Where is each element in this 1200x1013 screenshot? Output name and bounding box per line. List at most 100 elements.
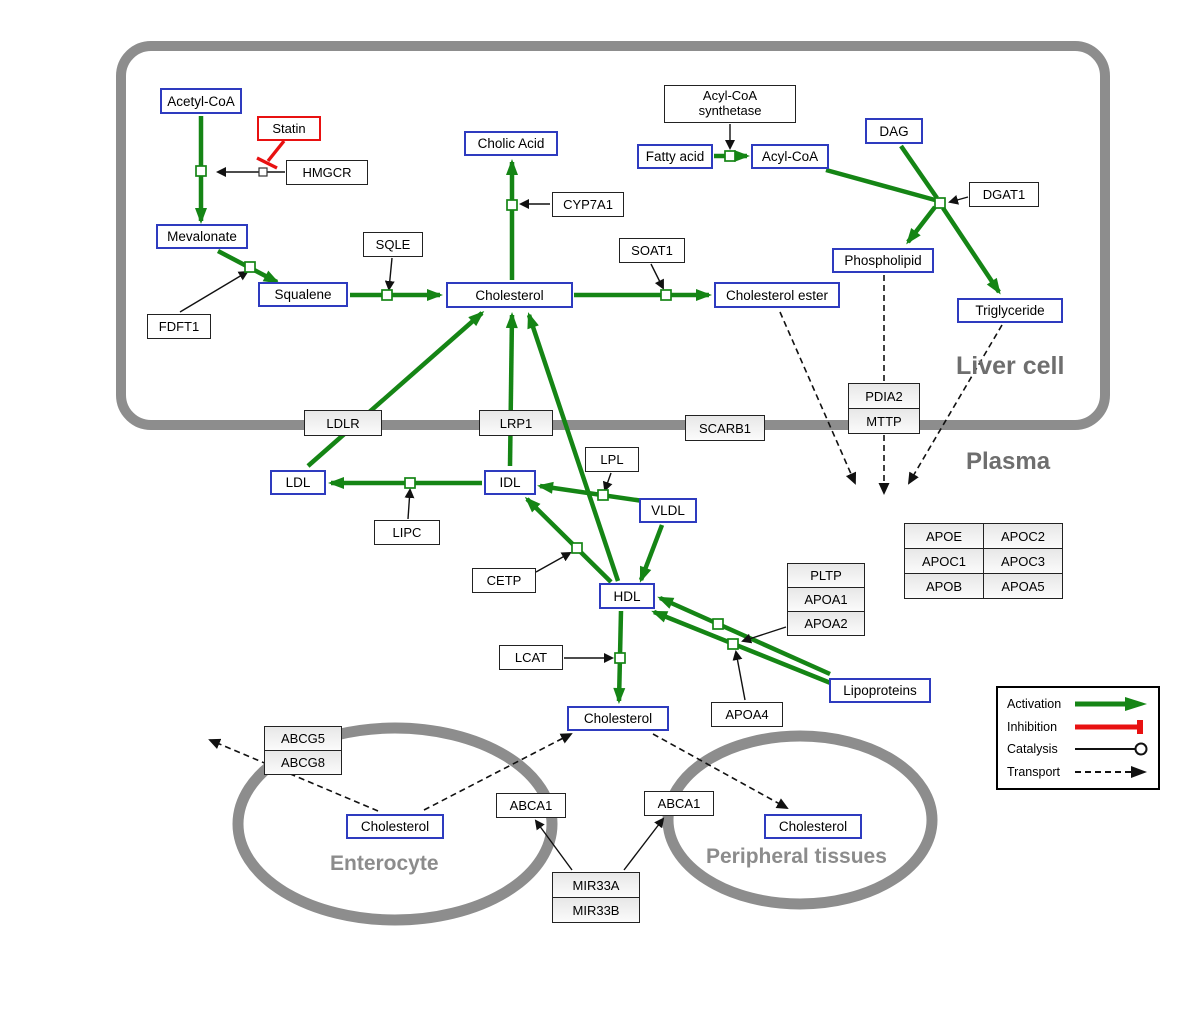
node-abca1-right[interactable]: ABCA1 — [644, 791, 714, 816]
reaction-square — [195, 165, 207, 177]
node-scarb1[interactable]: SCARB1 — [685, 415, 765, 441]
node-abcg5[interactable]: ABCG5 — [264, 726, 342, 751]
peripheral-tissues-label: Peripheral tissues — [706, 845, 887, 868]
edge-hdl-cholesterol — [526, 312, 621, 582]
edge-lipc-catalysis — [404, 488, 415, 520]
reaction-square — [571, 542, 583, 554]
edge-vldl-idl — [537, 481, 644, 504]
node-triglyceride[interactable]: Triglyceride — [957, 298, 1063, 323]
node-acetyl-coa[interactable]: Acetyl-CoA — [160, 88, 242, 114]
edge-pltp-catalysis — [741, 626, 787, 644]
node-ldlr[interactable]: LDLR — [304, 410, 382, 436]
transport-edges — [208, 275, 1003, 812]
node-fdft1[interactable]: FDFT1 — [147, 314, 211, 339]
node-sqle[interactable]: SQLE — [363, 232, 423, 257]
node-apoa5[interactable]: APOA5 — [983, 573, 1063, 599]
reaction-square — [727, 638, 739, 650]
legend-row-inhibition: Inhibition — [1007, 719, 1149, 735]
node-ldl[interactable]: LDL — [270, 470, 326, 495]
node-apob[interactable]: APOB — [904, 573, 984, 599]
node-lrp1[interactable]: LRP1 — [479, 410, 553, 436]
edge-fdft1-catalysis — [179, 270, 249, 313]
node-mevalonate[interactable]: Mevalonate — [156, 224, 248, 249]
edge-dag-dgat1 — [899, 144, 939, 200]
activation-edges — [195, 116, 1001, 704]
edge-hdl-idl — [524, 496, 613, 584]
catalysis-anchor-square — [258, 167, 268, 177]
statin-inhibition-bar — [256, 156, 278, 170]
node-cholesterol-liver[interactable]: Cholesterol — [446, 282, 573, 308]
reaction-squares — [195, 150, 946, 664]
node-apoc2[interactable]: APOC2 — [983, 523, 1063, 549]
edge-dgat1-triglyceride — [941, 206, 1001, 295]
node-hmgcr[interactable]: HMGCR — [286, 160, 368, 185]
node-dag[interactable]: DAG — [865, 118, 923, 144]
node-phospholipid[interactable]: Phospholipid — [832, 248, 934, 273]
node-abca1-left[interactable]: ABCA1 — [496, 793, 566, 818]
node-cholesterol-ester[interactable]: Cholesterol ester — [714, 282, 840, 308]
catalysis-circle-icon — [1075, 742, 1148, 756]
liver-cell-membrane — [116, 41, 1110, 430]
edge-enterocyte-cholesterol-plasma — [423, 733, 573, 811]
node-cetp[interactable]: CETP — [472, 568, 536, 593]
reaction-square — [934, 197, 946, 209]
node-mir33b[interactable]: MIR33B — [552, 897, 640, 923]
edge-soat1-catalysis — [650, 263, 664, 290]
legend: Activation Inhibition Catalysis Transpor… — [996, 686, 1160, 790]
node-mir33a[interactable]: MIR33A — [552, 872, 640, 898]
node-apoc1[interactable]: APOC1 — [904, 548, 984, 574]
reaction-square — [597, 489, 609, 501]
node-mttp[interactable]: MTTP — [848, 408, 920, 434]
statin-inhibition-line — [266, 139, 286, 163]
edge-sqle-catalysis — [384, 257, 395, 291]
edge-cholesterolester-plasma — [779, 311, 857, 485]
node-apoe[interactable]: APOE — [904, 523, 984, 549]
edge-vldl-hdl — [638, 524, 665, 583]
node-lcat[interactable]: LCAT — [499, 645, 563, 670]
enterocyte-membrane — [232, 722, 558, 926]
node-cholic-acid[interactable]: Cholic Acid — [464, 131, 558, 156]
edge-acylcoa-dgat1 — [825, 167, 936, 203]
node-soat1[interactable]: SOAT1 — [619, 238, 685, 263]
node-statin[interactable]: Statin — [257, 116, 321, 141]
legend-row-transport: Transport — [1007, 764, 1149, 780]
legend-row-catalysis: Catalysis — [1007, 741, 1149, 757]
node-apoa4[interactable]: APOA4 — [711, 702, 783, 727]
edge-dgat1-phospholipid — [906, 205, 937, 245]
node-squalene[interactable]: Squalene — [258, 282, 348, 307]
node-lipc[interactable]: LIPC — [374, 520, 440, 545]
node-cholesterol-peripheral[interactable]: Cholesterol — [764, 814, 862, 839]
reaction-square — [381, 289, 393, 301]
node-pltp[interactable]: PLTP — [787, 563, 865, 588]
reaction-square — [404, 477, 416, 489]
node-apoa2[interactable]: APOA2 — [787, 611, 865, 636]
node-hdl[interactable]: HDL — [599, 583, 655, 609]
edge-lipoproteins-hdl-lower — [651, 609, 849, 693]
transport-dashed-arrow-icon — [1075, 765, 1147, 778]
plasma-label: Plasma — [966, 448, 1051, 475]
inhibition-edge-statin-hmgcr — [256, 139, 286, 170]
node-acyl-coa[interactable]: Acyl-CoA — [751, 144, 829, 169]
edge-cetp-catalysis — [535, 552, 572, 573]
legend-label-activation: Activation — [1007, 697, 1062, 712]
edge-lpl-catalysis — [602, 472, 613, 492]
node-fatty-acid[interactable]: Fatty acid — [637, 144, 713, 169]
node-vldl[interactable]: VLDL — [639, 498, 697, 523]
node-abcg8[interactable]: ABCG8 — [264, 750, 342, 775]
node-cholesterol-enterocyte[interactable]: Cholesterol — [346, 814, 444, 839]
node-acyl-coa-synthetase[interactable]: Acyl-CoA synthetase — [664, 85, 796, 123]
node-idl[interactable]: IDL — [484, 470, 536, 495]
node-apoa1[interactable]: APOA1 — [787, 587, 865, 612]
reaction-square — [712, 618, 724, 630]
node-cholesterol-plasma[interactable]: Cholesterol — [567, 706, 669, 731]
node-lpl[interactable]: LPL — [585, 447, 639, 472]
node-dgat1[interactable]: DGAT1 — [969, 182, 1039, 207]
edge-enterocyte-cholesterol-lumen — [208, 738, 379, 812]
node-cyp7a1[interactable]: CYP7A1 — [552, 192, 624, 217]
node-lipoproteins[interactable]: Lipoproteins — [829, 678, 931, 703]
reaction-square — [506, 199, 518, 211]
catalysis-edges — [179, 124, 969, 871]
node-apoc3[interactable]: APOC3 — [983, 548, 1063, 574]
node-pdia2[interactable]: PDIA2 — [848, 383, 920, 409]
